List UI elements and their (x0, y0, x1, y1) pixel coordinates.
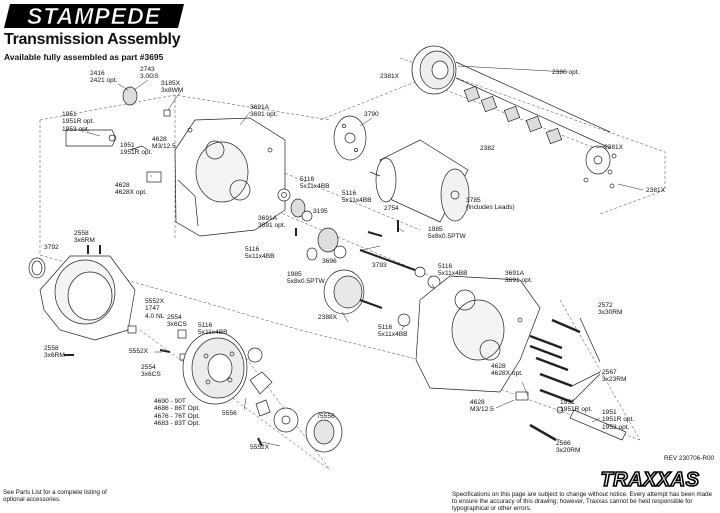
part-label: 2558 3x6RM (44, 345, 65, 360)
part-label: 3792 (44, 244, 59, 251)
part-label: 1985 5x8x0.5PTW (428, 226, 466, 241)
part-label: 2381X (380, 73, 400, 80)
page-title: Transmission Assembly (4, 31, 181, 48)
part-label: 4628 M3/12.5 (152, 136, 176, 151)
part-label: 5116 5x11x4BB (198, 322, 228, 337)
part-label: 3691A 3691 opt. (505, 270, 533, 285)
part-label: 5556 (320, 413, 335, 420)
part-label: 5116 5x11x4BB (300, 176, 330, 191)
traxxas-logo: TRAXXAS (586, 467, 716, 496)
part-label: 2566 3x20RM (556, 440, 581, 455)
part-label: 2388X (318, 314, 338, 321)
part-label: 1951 1951R opt. 1953 opt. (602, 409, 635, 431)
output-shaft-right (515, 391, 627, 441)
spur-gear-2388x (323, 269, 411, 327)
part-label: 2743 3.0GS (140, 66, 159, 81)
gearbox-housing-left (174, 117, 286, 237)
brand-text: TRAXXAS (600, 469, 699, 491)
part-label: 1985 5x8x0.5PTW (287, 271, 325, 286)
part-label: 2554 3x6CS (167, 314, 187, 329)
screws-right (529, 317, 601, 442)
part-label: 2572 3x30RM (598, 302, 623, 317)
pinion-and-input-shaft (65, 86, 171, 183)
part-label: 4628 M3/12.5 (470, 399, 494, 414)
part-label: 4628 4628X opt. (115, 182, 147, 197)
part-label: 3691A 3691 opt. (258, 215, 286, 230)
part-label: 1951 1951R opt. (120, 142, 153, 157)
part-label: 5552X (129, 348, 149, 355)
part-label: 5116 5x11x4BB (245, 246, 275, 261)
page-subtitle: Available fully assembled as part #3695 (4, 52, 164, 62)
part-label: 2382 (480, 145, 495, 152)
part-label: 2567 3x23RM (602, 369, 627, 384)
part-label: 3185X 3x8WM (161, 80, 184, 95)
part-label: 3790 (364, 111, 379, 118)
gearbox-housing-right (415, 275, 541, 393)
parts-list-note: See Parts List for a complete listing of… (3, 489, 107, 504)
screws-left (64, 245, 188, 361)
part-label: 2416 2421 opt. (90, 70, 118, 85)
part-label: 2381X (604, 144, 624, 151)
part-label: 2754 (384, 205, 399, 212)
part-label: 3691A 3691 opt. (250, 104, 278, 119)
part-label: 5116 5x11x4BB (342, 190, 372, 205)
spur-gear-4690 (182, 331, 248, 405)
logo-text: STAMPEDE (27, 3, 161, 29)
motor-plate-3790 (333, 115, 367, 161)
part-label: 4628 4628X opt. (491, 363, 523, 378)
part-label: 3696 (322, 258, 337, 265)
revision-code: REV 230706-R00 (664, 455, 715, 462)
part-label: 1951 1951R opt. 1953 opt. (62, 111, 95, 133)
part-label: 5556 (222, 410, 237, 417)
part-label: 5116 5x11x4BB (438, 263, 468, 278)
part-label: 5552X (250, 444, 270, 451)
part-label: 3195 (313, 208, 328, 215)
part-label: 3793 (372, 262, 387, 269)
part-label: 5552X 1747 4.0 NL (145, 298, 165, 320)
part-label: 2558 3x6RM (74, 230, 95, 245)
disclaimer-text: Specifications on this page are subject … (452, 491, 713, 513)
part-label: 2380 opt. (552, 69, 580, 76)
part-label: 1951 1951R opt. (560, 399, 593, 414)
gear-cover-3792 (28, 255, 136, 341)
gear-set-2380 (411, 45, 617, 189)
motor-3785 (369, 139, 470, 223)
part-label: 2381X (646, 187, 666, 194)
part-label: 5116 5x11x4BB (378, 324, 408, 339)
slipper-assembly (247, 347, 343, 453)
part-label: 3785 (Includes Leads) (466, 197, 515, 212)
idler-gears (277, 188, 441, 289)
stampede-logo: STAMPEDE (2, 2, 186, 35)
part-label: 2554 3x6CS (141, 364, 161, 379)
part-label: 4690 - 90T 4686 - 86T Opt. 4676 - 76T Op… (154, 398, 201, 428)
